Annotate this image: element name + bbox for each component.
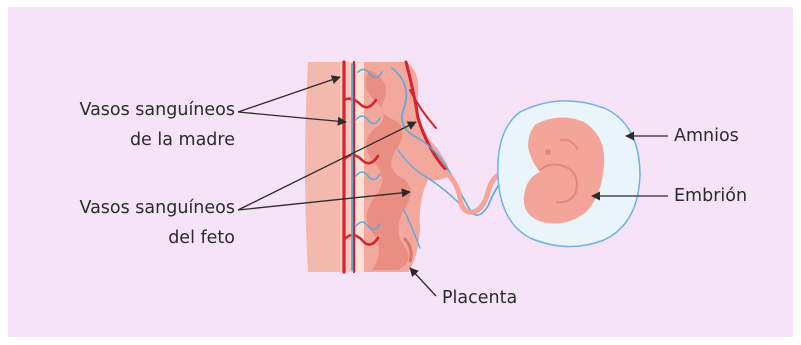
label-placenta: Placenta <box>442 286 517 310</box>
uterus-wall <box>305 62 364 272</box>
label-fetal-vessels-line2: del feto <box>168 226 235 250</box>
label-embryo: Embrión <box>674 184 747 208</box>
label-fetal-vessels-line1: Vasos sanguíneos <box>79 196 235 220</box>
label-maternal-vessels-line1: Vasos sanguíneos <box>79 98 235 122</box>
label-amnion: Amnios <box>674 124 739 148</box>
leader-placenta <box>410 268 436 296</box>
label-maternal-vessels-line2: de la madre <box>130 128 235 152</box>
